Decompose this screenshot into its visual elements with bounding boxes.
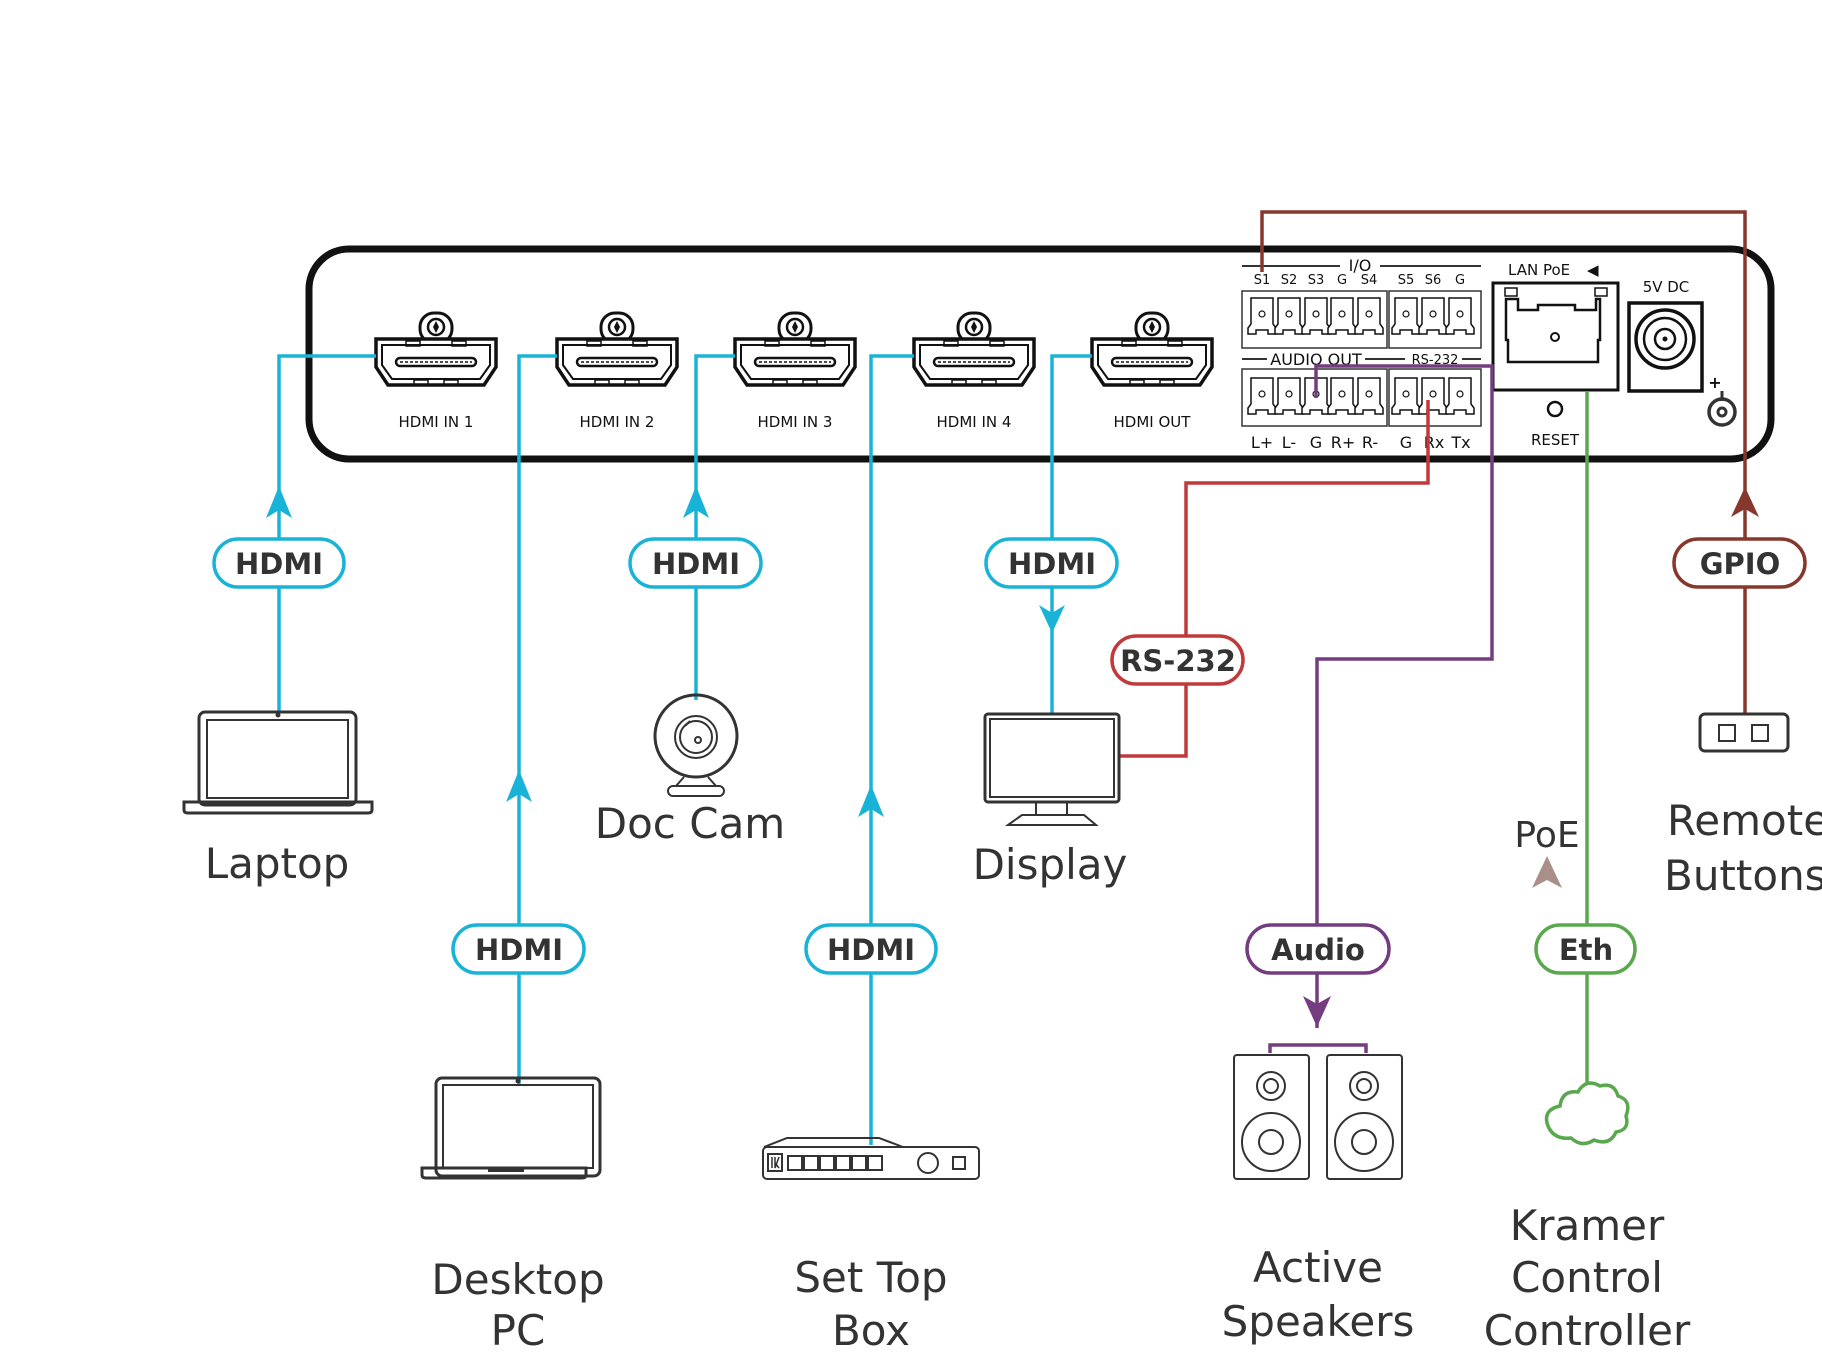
display-label: Display xyxy=(973,840,1128,889)
svg-text:HDMI: HDMI xyxy=(827,933,915,967)
cable-display-hdmi xyxy=(1039,354,1092,714)
svg-text:HDMI: HDMI xyxy=(475,933,563,967)
remote-buttons-icon xyxy=(1698,712,1790,753)
pill-gpio: GPIO xyxy=(1672,537,1807,589)
svg-text:S2: S2 xyxy=(1281,273,1298,288)
set-top-box-label-line2: Box xyxy=(832,1306,910,1348)
cable-desktop-hdmi xyxy=(506,354,557,1085)
remote-buttons-label-line2: Buttons xyxy=(1664,851,1822,900)
controller-label-line1: Kramer xyxy=(1510,1201,1665,1250)
laptop-label: Laptop xyxy=(205,839,350,888)
svg-text:Tx: Tx xyxy=(1450,433,1470,452)
poe-label: PoE xyxy=(1514,815,1579,856)
svg-text:Eth: Eth xyxy=(1559,933,1613,967)
audio-rs232-terminal-block[interactable] xyxy=(1241,368,1482,427)
pill-desktop-hdmi: HDMI xyxy=(451,923,586,975)
lan-poe-label: LAN PoE xyxy=(1508,261,1570,279)
svg-text:S4: S4 xyxy=(1361,273,1378,288)
svg-text:RS-232: RS-232 xyxy=(1120,644,1236,678)
reset-button[interactable] xyxy=(1546,400,1564,418)
speakers-label-line2: Speakers xyxy=(1222,1297,1415,1346)
svg-text:Audio: Audio xyxy=(1271,933,1365,967)
controller-label-line3: Controller xyxy=(1484,1306,1691,1348)
power-jack[interactable] xyxy=(1627,301,1704,393)
reset-label: RESET xyxy=(1531,431,1580,449)
svg-text:L-: L- xyxy=(1282,433,1296,452)
display-icon xyxy=(983,712,1121,826)
arrow-up-icon xyxy=(266,486,292,518)
pill-eth: Eth xyxy=(1534,923,1637,975)
pill-audio: Audio xyxy=(1245,923,1391,975)
svg-text:G: G xyxy=(1310,433,1322,452)
pill-doccam-hdmi: HDMI xyxy=(628,537,763,589)
cloud-icon xyxy=(1544,1081,1630,1146)
svg-text:L+: L+ xyxy=(1251,433,1273,452)
svg-text:S3: S3 xyxy=(1308,273,1325,288)
hdmi-in-2-label: HDMI IN 2 xyxy=(580,413,655,431)
power-polarity-icon: + xyxy=(1707,373,1737,427)
set-top-box-icon xyxy=(762,1137,980,1180)
remote-buttons-label-line1: Remote xyxy=(1667,796,1822,845)
speakers-label-line1: Active xyxy=(1253,1243,1383,1292)
hdmi-out-label: HDMI OUT xyxy=(1114,413,1192,431)
controller-label-line2: Control xyxy=(1511,1253,1663,1302)
svg-text:R+: R+ xyxy=(1331,433,1356,452)
svg-text:G: G xyxy=(1400,433,1412,452)
svg-text:HDMI: HDMI xyxy=(235,547,323,581)
doc-cam-label: Doc Cam xyxy=(595,799,785,848)
desktop-pc-icon xyxy=(420,1076,602,1180)
desktop-pc-label-line2: PC xyxy=(491,1306,546,1348)
arrow-up-icon xyxy=(506,770,532,802)
svg-text:S5: S5 xyxy=(1398,273,1415,288)
arrow-up-icon xyxy=(858,785,884,817)
pill-laptop-hdmi: HDMI xyxy=(212,537,346,589)
cable-gpio xyxy=(1260,210,1759,715)
lan-port[interactable] xyxy=(1491,281,1620,392)
arrow-up-icon xyxy=(1731,487,1759,517)
power-label: 5V DC xyxy=(1643,278,1690,296)
pill-rs232: RS-232 xyxy=(1110,634,1245,686)
svg-text:HDMI: HDMI xyxy=(1008,547,1096,581)
speakers-icon xyxy=(1233,1054,1403,1180)
cable-settop-hdmi xyxy=(858,354,914,1145)
svg-text:G: G xyxy=(1337,273,1347,288)
arrow-down-icon xyxy=(1303,996,1331,1027)
io-header: I/O xyxy=(1349,256,1372,275)
io-terminal-block[interactable] xyxy=(1241,290,1482,349)
svg-text:R-: R- xyxy=(1362,433,1378,452)
pill-display-hdmi: HDMI xyxy=(984,537,1119,589)
set-top-box-label-line1: Set Top xyxy=(794,1253,947,1302)
svg-text:S1: S1 xyxy=(1254,273,1271,288)
hdmi-in-3-label: HDMI IN 3 xyxy=(758,413,833,431)
hdmi-in-1-label: HDMI IN 1 xyxy=(399,413,474,431)
lan-arrow-icon: ◀ xyxy=(1587,261,1599,279)
desktop-pc-label-line1: Desktop xyxy=(431,1255,604,1304)
arrow-down-icon xyxy=(1039,605,1065,633)
pill-settop-hdmi: HDMI xyxy=(804,923,938,975)
hdmi-in-4-label: HDMI IN 4 xyxy=(937,413,1012,431)
doc-cam-icon xyxy=(653,693,739,797)
cable-display-rs232 xyxy=(1119,400,1430,758)
arrow-up-icon xyxy=(683,486,709,518)
poe-arrow-icon xyxy=(1532,856,1562,888)
cable-audio xyxy=(1268,364,1494,1053)
laptop-icon xyxy=(182,710,374,815)
svg-text:GPIO: GPIO xyxy=(1700,547,1781,581)
svg-text:S6: S6 xyxy=(1425,273,1442,288)
svg-text:HDMI: HDMI xyxy=(652,547,740,581)
cable-laptop-hdmi xyxy=(266,354,376,712)
svg-text:+: + xyxy=(1708,373,1721,392)
svg-text:G: G xyxy=(1455,273,1465,288)
io-pin-labels: S1 S2 S3 G S4 S5 S6 G xyxy=(1254,273,1465,288)
